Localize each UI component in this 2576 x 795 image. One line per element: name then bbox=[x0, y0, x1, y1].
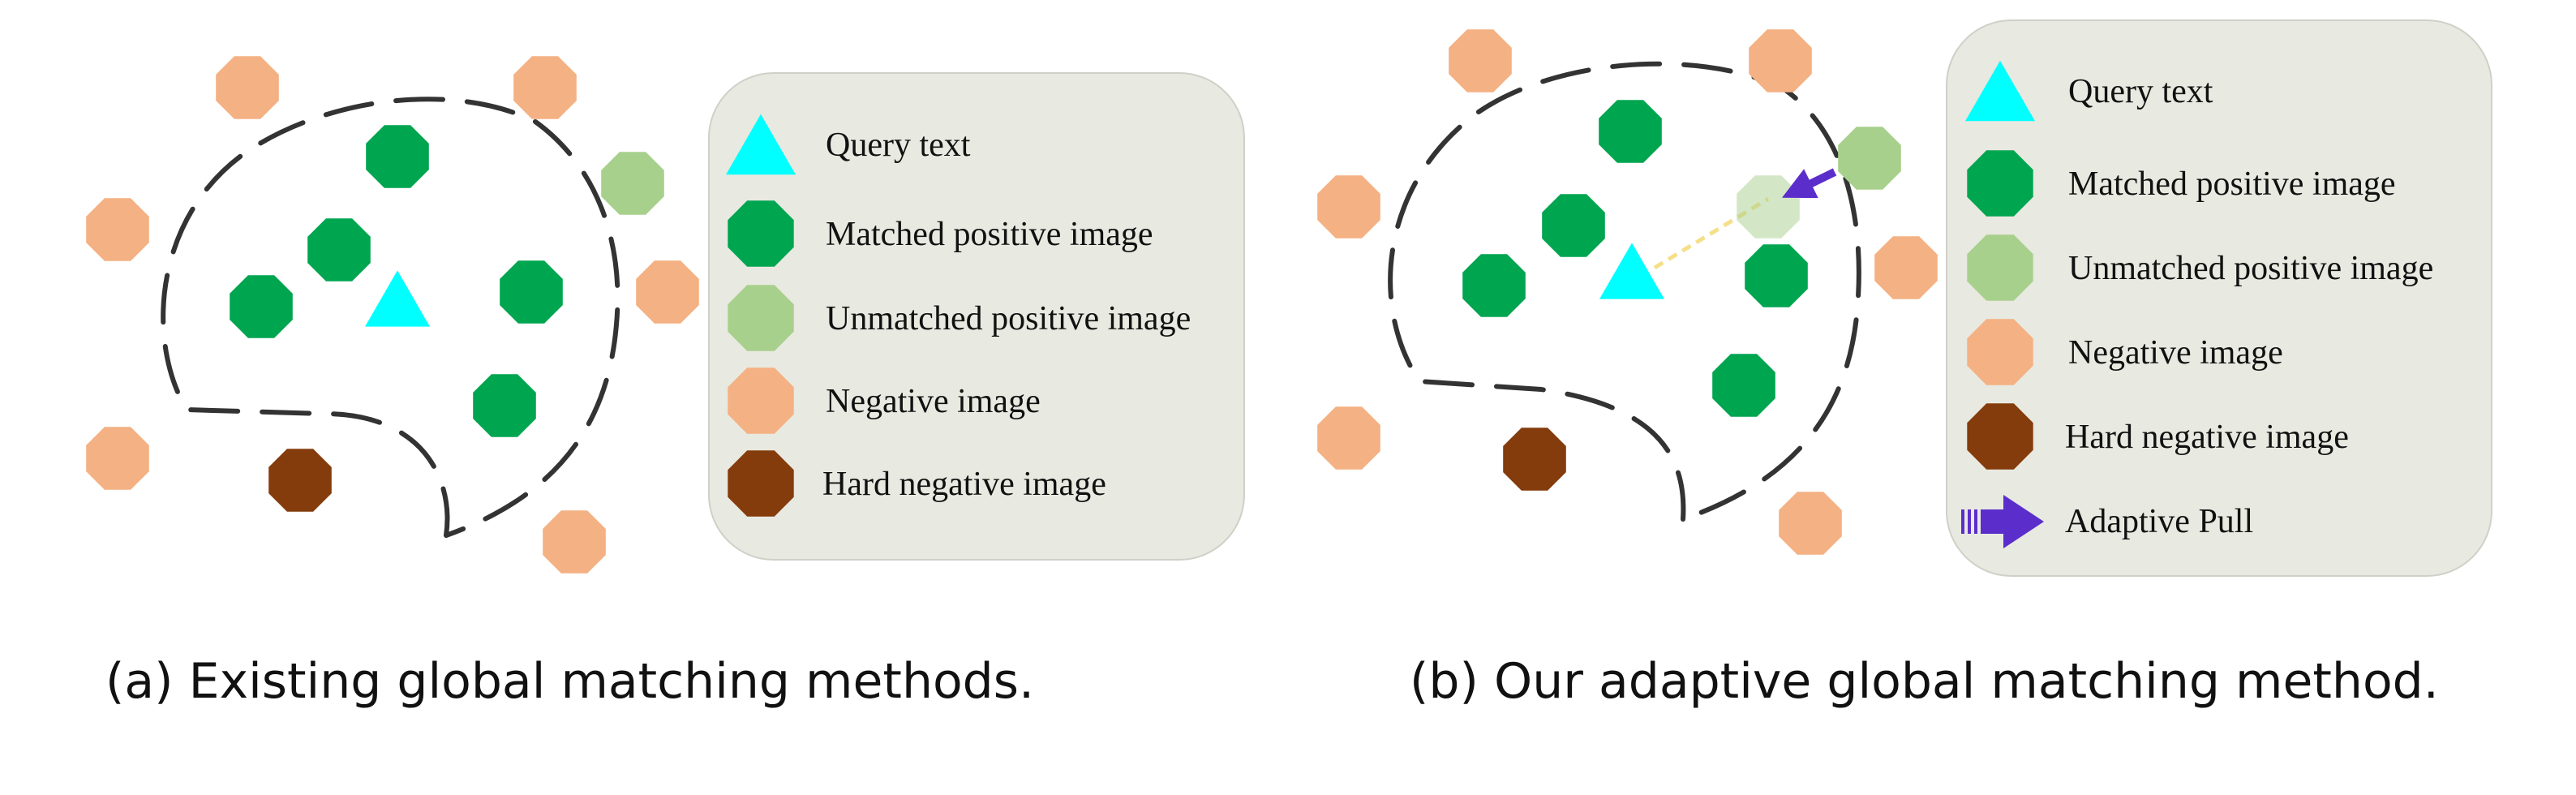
matched-positive-image-octagon bbox=[1462, 254, 1526, 317]
matched-positive-image-octagon bbox=[473, 374, 536, 437]
octagon-icon bbox=[728, 200, 794, 267]
legend-label-negative: Negative image bbox=[2068, 334, 2283, 372]
panel-a-legend: Query text Matched positive image Unmatc… bbox=[708, 72, 1245, 561]
negative-image-octagon bbox=[513, 56, 577, 119]
octagon-icon bbox=[728, 367, 794, 434]
negative-image-octagon bbox=[216, 56, 279, 119]
octagon-icon bbox=[728, 285, 794, 351]
negative-image-octagon bbox=[86, 198, 149, 261]
panel-b: Query text Matched positive image Unmatc… bbox=[1317, 19, 2492, 710]
octagon-icon bbox=[1967, 319, 2033, 385]
matched-positive-image-octagon bbox=[1542, 194, 1605, 257]
triangle-icon bbox=[1965, 60, 2035, 122]
octagon-icon bbox=[728, 450, 794, 517]
legend-label-unmatched: Unmatched positive image bbox=[2068, 250, 2433, 287]
legend-label-adaptive-pull: Adaptive Pull bbox=[2065, 503, 2253, 540]
negative-image-octagon bbox=[543, 510, 606, 574]
octagon-icon bbox=[1967, 403, 2033, 470]
matched-positive-image-octagon bbox=[1712, 354, 1775, 417]
negative-image-octagon bbox=[1749, 29, 1812, 92]
octagon-icon bbox=[1967, 150, 2033, 217]
query-text-triangle bbox=[365, 270, 430, 327]
negative-image-octagon bbox=[636, 260, 699, 324]
hard-negative-image-octagon bbox=[268, 449, 332, 512]
legend-label-unmatched: Unmatched positive image bbox=[826, 300, 1191, 337]
adaptive-pull-arrow bbox=[1782, 168, 1837, 199]
panel-a: Query text Matched positive image Unmatc… bbox=[86, 56, 1245, 710]
panel-a-shapes bbox=[86, 56, 699, 574]
arrow-icon bbox=[1782, 168, 1837, 199]
legend-label-negative: Negative image bbox=[826, 383, 1041, 420]
caption-a: (a) Existing global matching methods. bbox=[105, 653, 1034, 710]
matched-positive-image-octagon bbox=[1599, 100, 1662, 163]
octagon-icon bbox=[1967, 234, 2033, 301]
legend-label-hard-negative: Hard negative image bbox=[822, 466, 1106, 503]
hard-negative-image-octagon bbox=[1503, 428, 1566, 491]
negative-image-octagon bbox=[1449, 29, 1512, 92]
negative-image-octagon bbox=[1317, 175, 1380, 238]
legend-label-hard-negative: Hard negative image bbox=[2065, 419, 2349, 456]
panel-b-shapes bbox=[1317, 29, 1938, 555]
matched-positive-image-octagon bbox=[230, 275, 293, 338]
matched-positive-image-octagon bbox=[366, 125, 429, 188]
legend-label-query: Query text bbox=[826, 127, 971, 164]
legend-box bbox=[708, 72, 1245, 561]
legend-label-matched: Matched positive image bbox=[826, 216, 1153, 253]
panel-b-legend: Query text Matched positive image Unmatc… bbox=[1946, 19, 2492, 577]
arrow-icon bbox=[1961, 495, 2044, 548]
legend-label-query: Query text bbox=[2068, 73, 2213, 110]
negative-image-octagon bbox=[1874, 236, 1938, 299]
legend-label-matched: Matched positive image bbox=[2068, 165, 2396, 203]
dotted-link bbox=[1653, 196, 1770, 270]
matched-positive-image-octagon bbox=[307, 218, 371, 281]
matched-positive-image-octagon bbox=[500, 260, 563, 324]
unmatched-positive-image-octagon bbox=[1838, 127, 1901, 190]
panel-b-boundary bbox=[1388, 61, 1861, 522]
query-text-triangle bbox=[1599, 243, 1664, 299]
unmatched-positive-image-octagon bbox=[1737, 175, 1800, 238]
caption-b: (b) Our adaptive global matching method. bbox=[1410, 653, 2439, 710]
negative-image-octagon bbox=[86, 427, 149, 490]
unmatched-positive-image-octagon bbox=[601, 152, 664, 215]
matched-positive-image-octagon bbox=[1745, 244, 1808, 307]
negative-image-octagon bbox=[1779, 492, 1842, 555]
negative-image-octagon bbox=[1317, 406, 1380, 470]
triangle-icon bbox=[726, 114, 796, 175]
legend-box bbox=[1946, 19, 2492, 577]
